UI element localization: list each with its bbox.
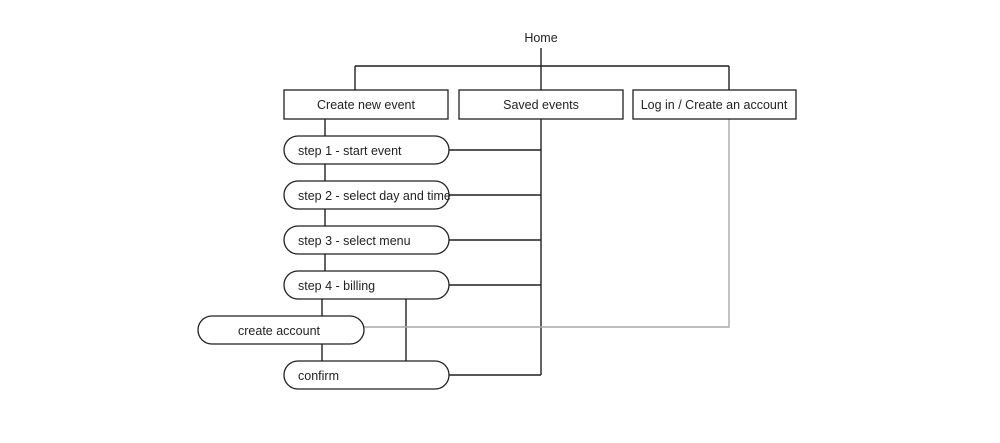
node-create-new-event: Create new event (283, 89, 449, 120)
connector-lines (321, 48, 730, 376)
node-confirm-box (283, 360, 450, 390)
node-step-4-label: step 4 - billing (298, 279, 375, 293)
node-step-4: step 4 - billing (283, 270, 450, 300)
node-step-2-label: step 2 - select day and time (298, 189, 451, 203)
node-step-2: step 2 - select day and time (283, 180, 451, 210)
node-login: Log in / Create an account (632, 89, 797, 120)
top-level-nodes: Create new event Saved events Log in / C… (283, 89, 797, 120)
node-step-4-box (283, 270, 450, 300)
node-step-1-box (283, 135, 450, 165)
node-saved-events-box (458, 89, 624, 120)
node-step-3: step 3 - select menu (283, 225, 450, 255)
node-step-3-label: step 3 - select menu (298, 234, 411, 248)
node-create-account-box (197, 315, 365, 345)
node-create-new-event-box (283, 89, 449, 120)
node-confirm-label: confirm (298, 369, 339, 383)
node-home: Home (524, 31, 557, 45)
node-login-label: Log in / Create an account (641, 98, 788, 112)
node-step-1-label: step 1 - start event (298, 144, 402, 158)
node-create-account: create account (197, 315, 365, 345)
node-step-2-box (283, 180, 450, 210)
node-step-3-box (283, 225, 450, 255)
node-login-box (632, 89, 797, 120)
node-create-account-label: create account (238, 324, 321, 338)
node-step-1: step 1 - start event (283, 135, 450, 165)
connector-login-account (364, 119, 730, 328)
node-confirm: confirm (283, 360, 450, 390)
node-saved-events-label: Saved events (503, 98, 579, 112)
step-nodes: step 1 - start event step 2 - select day… (197, 135, 451, 390)
node-saved-events: Saved events (458, 89, 624, 120)
node-create-new-event-label: Create new event (317, 98, 416, 112)
